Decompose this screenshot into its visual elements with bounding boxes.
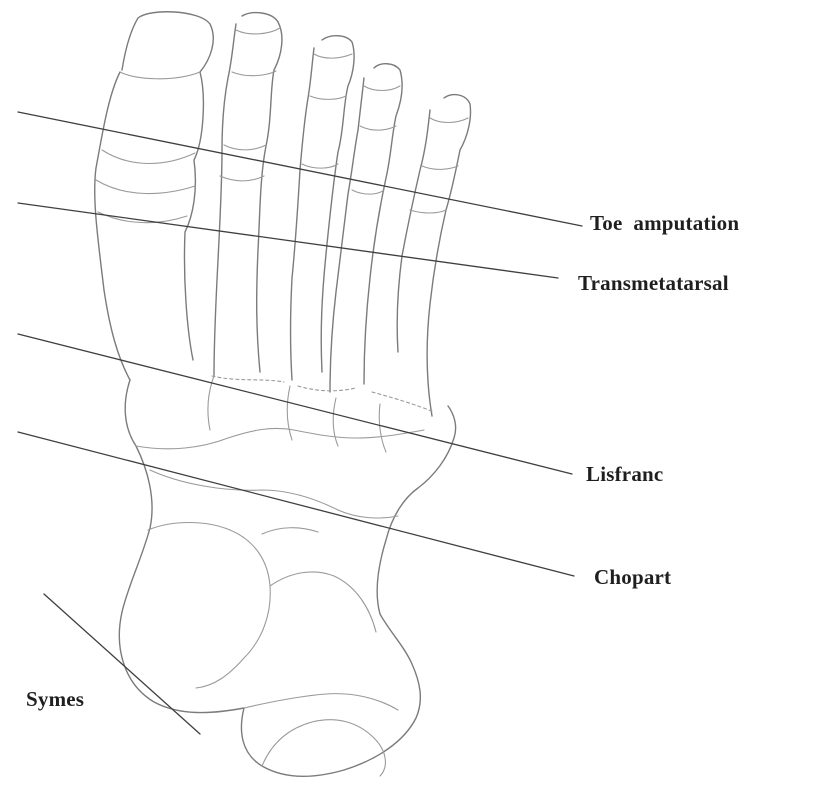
- label-toe-amputation: Toe amputation: [590, 211, 739, 235]
- label-transmetatarsal: Transmetatarsal: [578, 271, 729, 295]
- label-lisfranc: Lisfranc: [586, 462, 663, 486]
- label-chopart: Chopart: [594, 565, 671, 589]
- label-symes: Symes: [26, 687, 84, 711]
